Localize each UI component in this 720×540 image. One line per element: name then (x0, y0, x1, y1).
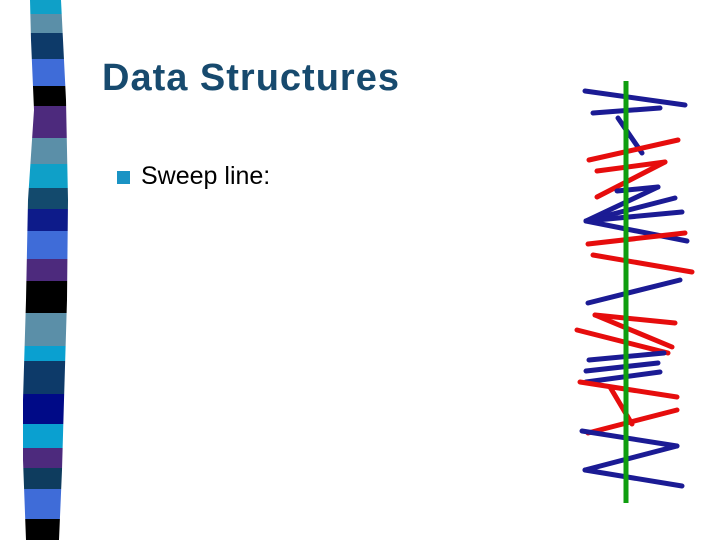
stripe-band (23, 0, 68, 14)
stripe-band (23, 86, 68, 106)
bullet-item: Sweep line: (117, 162, 270, 191)
segment-line-navy (583, 209, 685, 224)
segment-line-red (592, 312, 675, 350)
stripe-band (23, 468, 68, 489)
stripe-band (23, 14, 68, 33)
segment-line-navy (583, 218, 690, 244)
segment-line-navy (582, 443, 680, 473)
bullet-text: Sweep line: (141, 162, 271, 190)
stripe-band (23, 188, 68, 209)
decorative-stripe (23, 0, 68, 540)
segment-line-red (594, 159, 668, 200)
segment-line-red (590, 252, 695, 275)
stripe-band (23, 259, 68, 281)
stripe-band (23, 394, 68, 424)
segment-line-navy (583, 369, 663, 385)
stripe-band (23, 281, 68, 313)
segment-line-red (574, 327, 671, 356)
stripe-band (23, 448, 68, 468)
segment-line-red (585, 407, 680, 436)
stripe-band (23, 231, 68, 259)
segment-line-red (585, 230, 688, 247)
segment-line-navy (585, 277, 683, 306)
segment-line-red (607, 384, 635, 427)
stripe-band (23, 164, 68, 188)
segment-line-red (592, 312, 678, 326)
segment-line-navy (583, 360, 661, 374)
segment-line-navy (582, 467, 685, 489)
stripe-band (23, 346, 68, 361)
stripe-band (23, 424, 68, 448)
slide-title: Data Structures (102, 57, 400, 99)
segment-line-navy (579, 428, 680, 449)
segment-line-red (586, 137, 681, 163)
bullet-square-icon (117, 171, 130, 184)
segment-line-red (594, 159, 668, 174)
stripe-band (23, 361, 68, 394)
stripe-band (23, 519, 68, 540)
stripe-band (23, 313, 68, 346)
segment-line-navy (582, 88, 688, 108)
stripe-band (23, 209, 68, 231)
